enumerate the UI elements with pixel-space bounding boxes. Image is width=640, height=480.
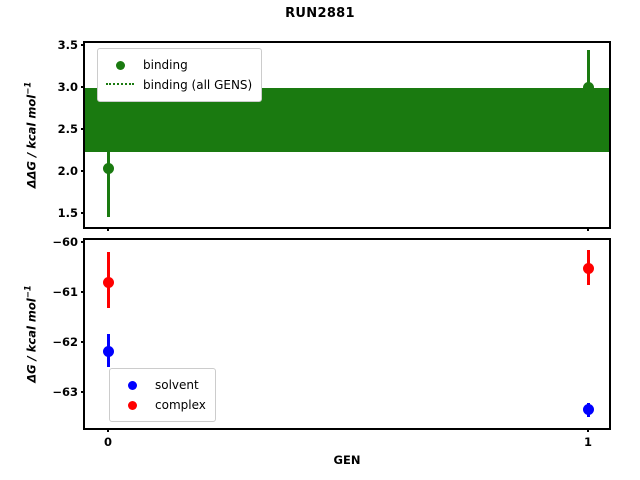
phase-y-axis-label-exponent: −1 bbox=[23, 285, 34, 299]
binding-xtick-mark-0 bbox=[107, 227, 109, 231]
phase-xtick-mark-1 bbox=[587, 428, 589, 432]
binding-errorbar-gen1 bbox=[586, 50, 590, 152]
phase-ytick-mark-minus61 bbox=[81, 291, 85, 293]
phase-legend-item-solvent[interactable]: solvent bbox=[117, 375, 206, 395]
binding-marker-gen0[interactable] bbox=[102, 162, 114, 174]
binding-ytick-mark-2.0 bbox=[81, 170, 85, 172]
solvent-marker-gen1[interactable] bbox=[582, 403, 594, 415]
x-axis-label: GEN bbox=[333, 453, 361, 467]
filled-circle-icon bbox=[117, 380, 147, 390]
phase-legend-label-complex: complex bbox=[155, 398, 206, 412]
phase-legend-label-solvent: solvent bbox=[155, 378, 199, 392]
binding-ytick-label-2.0: 2.0 bbox=[57, 164, 78, 178]
phase-xtick-mark-0 bbox=[107, 428, 109, 432]
binding-marker-gen1[interactable] bbox=[582, 81, 594, 93]
binding-legend-item-all-gens[interactable]: binding (all GENS) bbox=[105, 75, 252, 95]
phase-ytick-label-minus60: −60 bbox=[52, 235, 78, 249]
binding-ytick-label-1.5: 1.5 bbox=[57, 206, 78, 220]
binding-ytick-mark-2.5 bbox=[81, 128, 85, 130]
phase-xtick-label-1: 1 bbox=[583, 435, 593, 449]
phase-legend[interactable]: solvent complex bbox=[109, 368, 216, 422]
phase-legend-item-complex[interactable]: complex bbox=[117, 395, 206, 415]
phase-ytick-mark-minus62 bbox=[81, 341, 85, 343]
phase-y-axis-label-text: ΔG / kcal mol bbox=[24, 298, 39, 383]
dotted-line-icon bbox=[105, 83, 135, 87]
binding-ytick-label-3.5: 3.5 bbox=[57, 38, 78, 52]
binding-legend[interactable]: binding binding (all GENS) bbox=[97, 48, 263, 102]
complex-marker-gen0[interactable] bbox=[102, 276, 114, 288]
binding-legend-item-binding[interactable]: binding bbox=[105, 55, 252, 75]
binding-ytick-label-3.0: 3.0 bbox=[57, 80, 78, 94]
binding-ytick-mark-3.5 bbox=[81, 44, 85, 46]
phase-axes: ΔG / kcal mol−1 −60 −61 −62 −63 0 1 GEN bbox=[24, 235, 611, 467]
binding-y-axis-label-text: ΔΔG / kcal mol bbox=[24, 94, 39, 189]
phase-ytick-label-minus62: −62 bbox=[52, 335, 78, 349]
phase-ytick-mark-minus60 bbox=[81, 241, 85, 243]
binding-axes: ΔΔG / kcal mol−1 3.5 3.0 2.5 2.0 1.5 bbox=[24, 38, 611, 231]
phase-xtick-label-0: 0 bbox=[103, 435, 113, 449]
phase-plot-area bbox=[85, 240, 609, 428]
filled-circle-icon bbox=[105, 60, 135, 70]
binding-xtick-mark-1 bbox=[587, 227, 589, 231]
phase-ytick-label-minus61: −61 bbox=[52, 285, 78, 299]
complex-marker-gen1[interactable] bbox=[582, 262, 594, 274]
filled-circle-icon bbox=[117, 400, 147, 410]
binding-ytick-mark-1.5 bbox=[81, 212, 85, 214]
solvent-marker-gen0[interactable] bbox=[102, 345, 114, 357]
binding-legend-label-binding: binding bbox=[143, 58, 188, 72]
binding-y-axis-label-exponent: −1 bbox=[23, 81, 34, 95]
phase-ytick-label-minus63: −63 bbox=[52, 385, 78, 399]
binding-ytick-mark-3.0 bbox=[81, 86, 85, 88]
binding-y-axis-label: ΔΔG / kcal mol−1 bbox=[24, 82, 39, 189]
binding-ytick-label-2.5: 2.5 bbox=[57, 122, 78, 136]
phase-y-axis-label: ΔG / kcal mol−1 bbox=[24, 285, 39, 383]
binding-legend-label-all-gens: binding (all GENS) bbox=[143, 78, 253, 92]
figure-title: RUN2881 bbox=[285, 6, 355, 21]
phase-ytick-mark-minus63 bbox=[81, 391, 85, 393]
